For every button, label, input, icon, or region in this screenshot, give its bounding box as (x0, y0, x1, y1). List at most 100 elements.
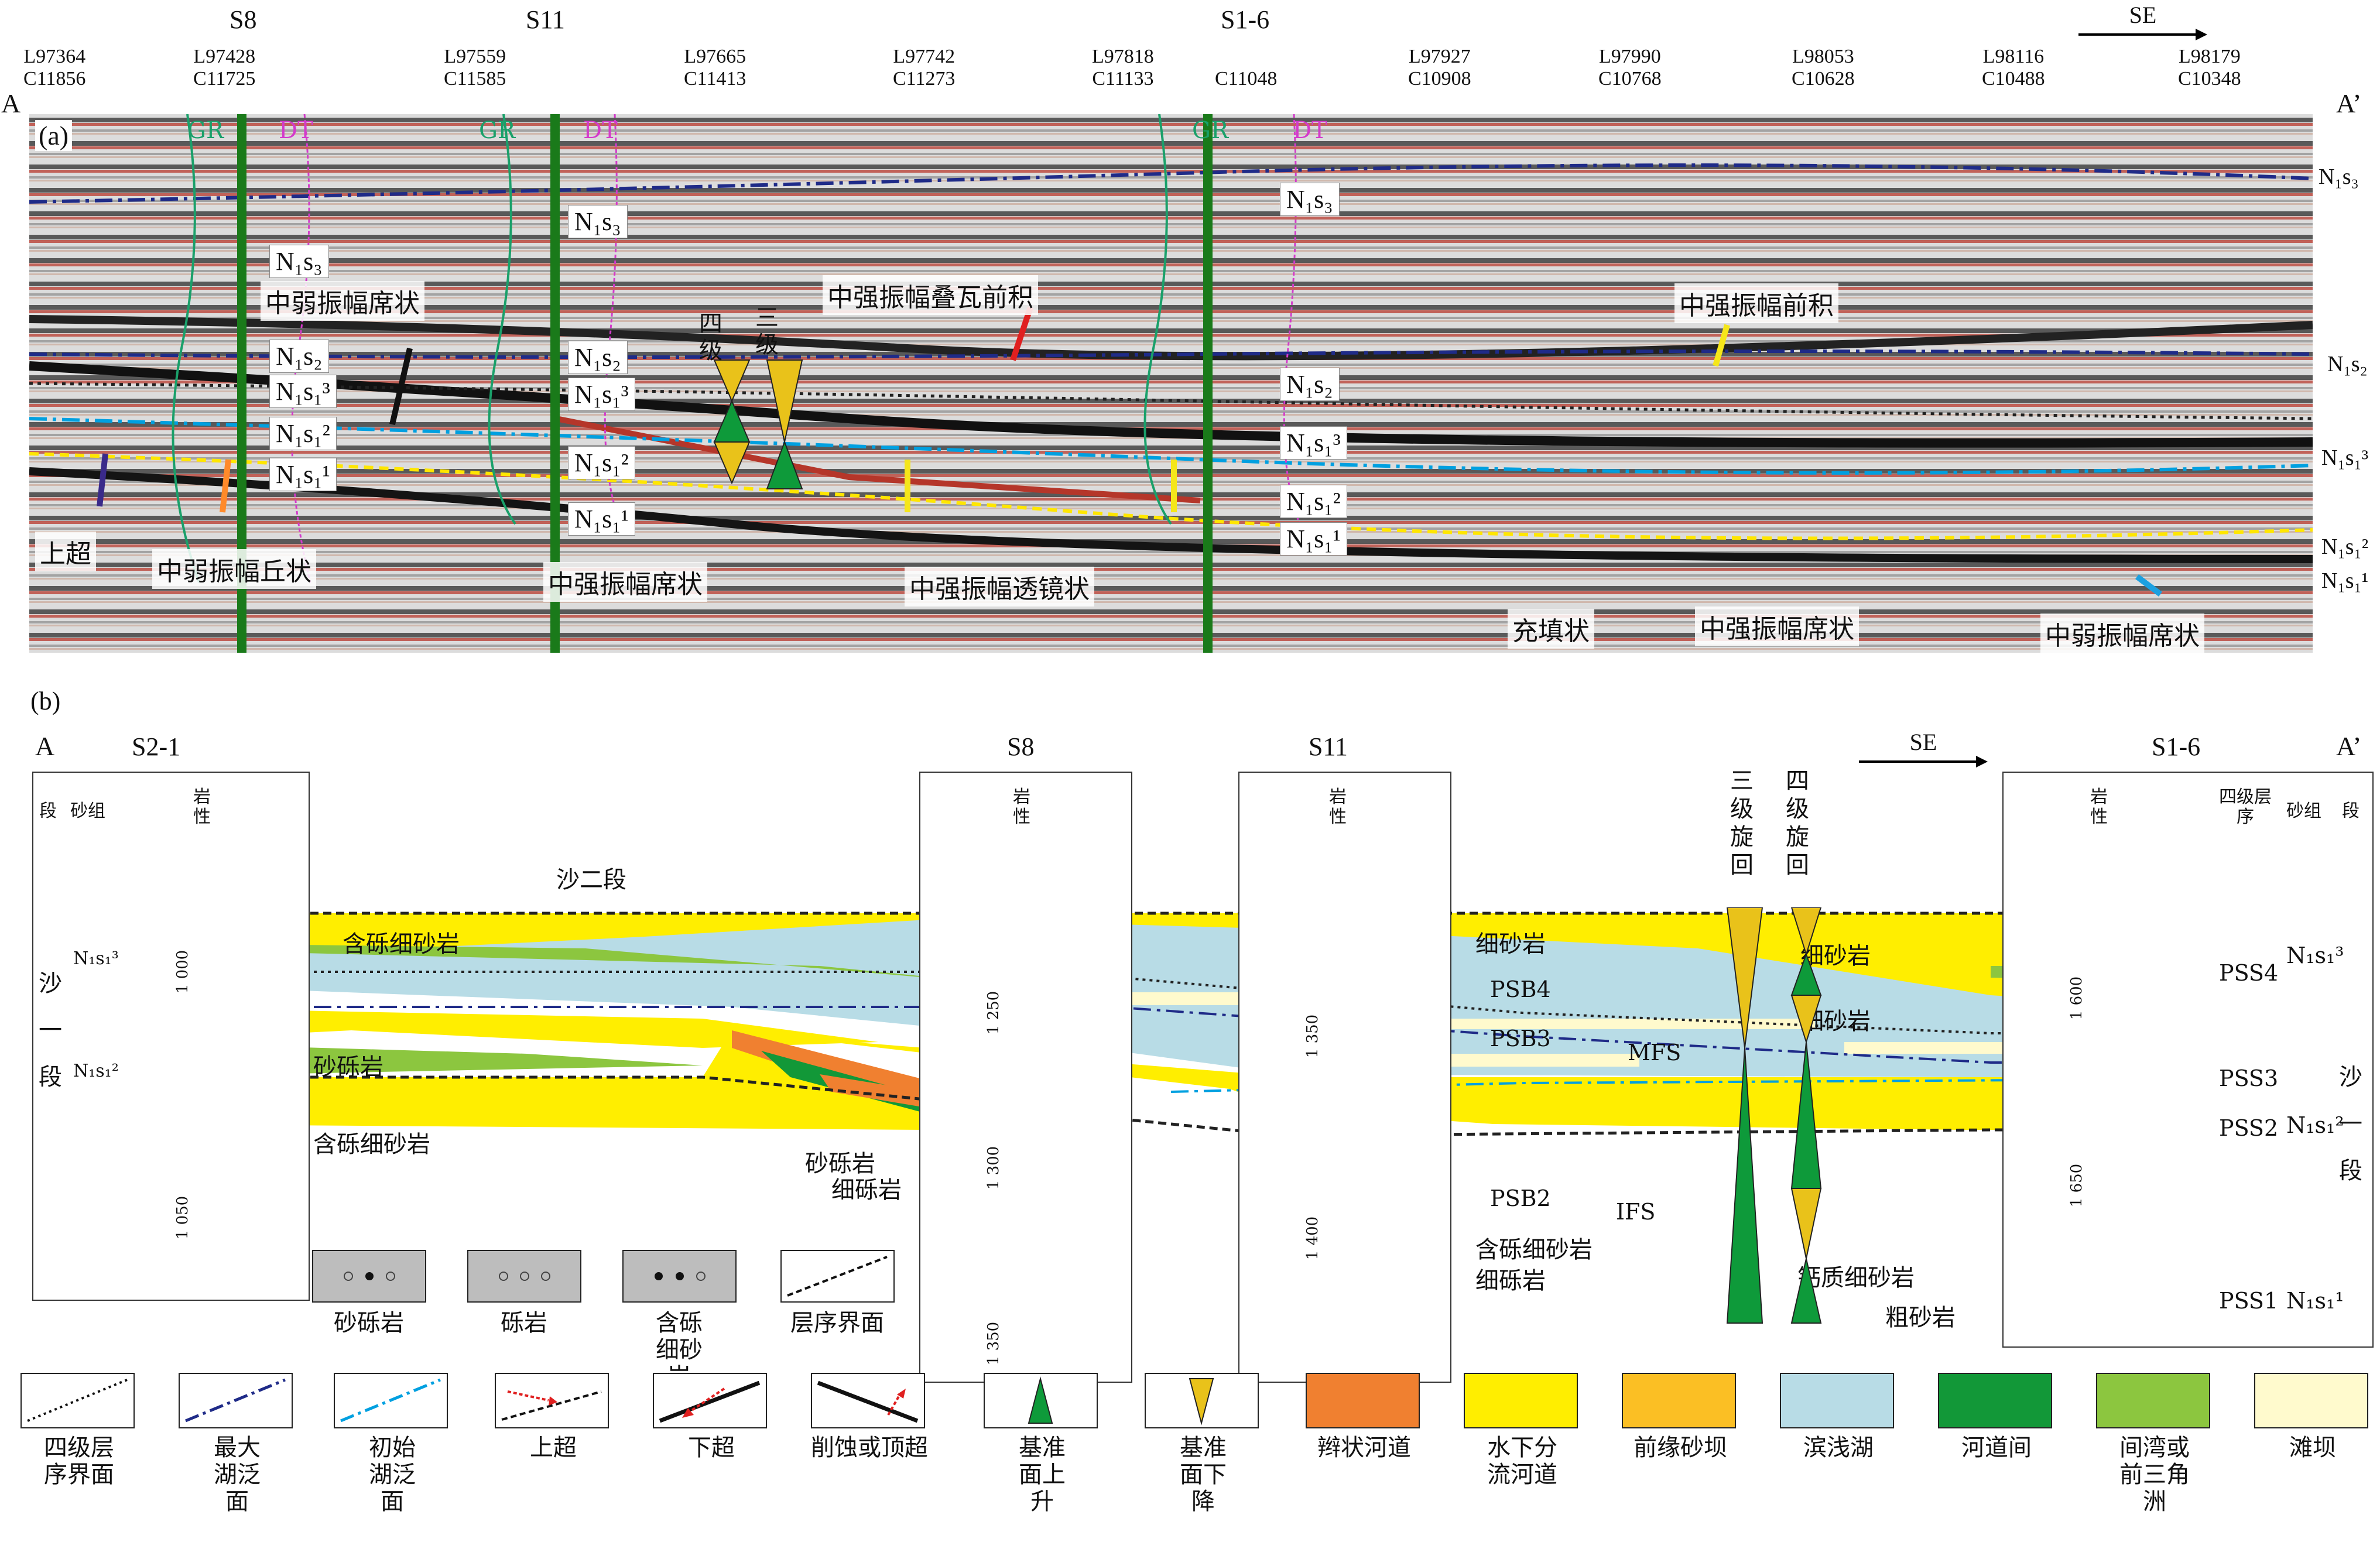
annotation-weak-sheet-top: 中弱振幅席状 (261, 281, 424, 321)
depth-s1-6-1650: 1 650 (2068, 1163, 2086, 1208)
legend-beach-bar: 滩坝 (2254, 1373, 2371, 1513)
legend-base-level-rise: 基准面上升 (984, 1373, 1101, 1515)
annotation-fill: 充填状 (1508, 609, 1594, 649)
interchannel-swatch (1938, 1373, 2052, 1428)
legend-interdistributary-bay: 间湾或前三角洲 (2096, 1373, 2213, 1515)
legend-distributary-channel: 水下分流河道 (1464, 1373, 1581, 1513)
log-panel-s2-1 (32, 772, 310, 1301)
horizon-tag-s8-s11: N₁s₁¹ (269, 458, 337, 491)
section-end-label-a: A’ (2336, 88, 2362, 118)
depth-s11-1400: 1 400 (1304, 1216, 1322, 1260)
shore-lake-swatch (1780, 1373, 1894, 1428)
legend-label: 辫状河道 (1317, 1434, 1411, 1461)
log-panel-s11 (1238, 772, 1451, 1383)
well-label-s11: S11 (526, 5, 565, 34)
col-head-lith-s2-1: 岩性 (193, 787, 211, 827)
legend-fourth-boundary: 四级层序界面 (20, 1373, 138, 1513)
legend-label: 滩坝 (2289, 1434, 2336, 1461)
annotation-mid-sheet: 中强振幅席状 (543, 562, 707, 602)
cycle-label-third-b: 三级旋回 (1730, 767, 1754, 879)
dt-label-s8: DT (279, 117, 313, 144)
dash-dot-line-icon (179, 1373, 293, 1428)
depth-s1-6-1600: 1 600 (2068, 976, 2086, 1020)
legend-base-level-fall: 基准面下降 (1145, 1373, 1262, 1515)
unit-sha2: 沙二段 (556, 866, 626, 893)
col-head-segment-left: 段 (39, 801, 57, 821)
boundary-ifs: IFS (1616, 1199, 1656, 1225)
boundary-psb4: PSB4 (1490, 976, 1551, 1002)
right-label-s13: N₁s₁³ (2321, 446, 2369, 470)
well-title-s11: S11 (1309, 732, 1348, 761)
panel-a-label: (a) (35, 120, 73, 151)
symbol-pebbly-fine-sand: 含砾细砂岩 (621, 1250, 738, 1390)
gr-label-s1-6: GR (1192, 117, 1229, 144)
facies-gravel-fine-sand-top: 含砾细砂岩 (343, 931, 460, 958)
well-title-s8: S8 (1007, 732, 1035, 761)
facies-gravel-fine-sand-bottom: 含砾细砂岩 (313, 1131, 430, 1158)
direction-label-a: SE (2078, 1, 2207, 43)
legend-label: 上超 (530, 1434, 577, 1461)
legend-label: 前缘砂坝 (1634, 1434, 1727, 1461)
annotation-strong-shingled: 中强振幅叠瓦前积 (823, 275, 1038, 315)
onlap-arrow-icon (495, 1373, 609, 1428)
right-label-s12: N₁s₁² (2321, 534, 2369, 559)
facies-fine-sand-2: 细砂岩 (1800, 943, 1871, 969)
facies-sand-gravel: 砂砾岩 (313, 1054, 383, 1081)
legend-truncation: 削蚀或顶超 (811, 1373, 928, 1513)
right-label-s2: N₁s₂ (2327, 352, 2368, 376)
annotation-weak-sheet: 中弱振幅席状 (2040, 614, 2204, 653)
sand-group-right-s13: N₁s₁³ (2286, 943, 2344, 968)
horizon-tag-s11-s2: N₁s₂ (568, 341, 628, 374)
dotted-line-icon (20, 1373, 135, 1428)
beach-bar-swatch (2254, 1373, 2368, 1428)
horizon-tag-s16-s3: N₁s₃ (1280, 183, 1340, 216)
col-head-lith-s1-6: 岩性 (2090, 787, 2108, 827)
legend-shore-lake: 滨浅湖 (1780, 1373, 1897, 1513)
gravel-pattern-icon (467, 1250, 581, 1303)
sand-gravel-pattern-icon (311, 1250, 426, 1303)
direction-arrow-icon (2078, 29, 2207, 40)
sequence-pss3: PSS3 (2219, 1065, 2279, 1091)
symbol-label: 层序界面 (790, 1310, 884, 1337)
mouth-bar-swatch (1622, 1373, 1736, 1428)
symbol-label: 砂砾岩 (334, 1310, 404, 1337)
rising-triangle-icon (984, 1373, 1098, 1428)
horizon-tag-s8-s13: N₁s₁³ (269, 375, 337, 408)
annotation-weak-mound: 中弱振幅丘状 (152, 549, 316, 589)
legend-mouth-bar: 前缘砂坝 (1622, 1373, 1739, 1513)
well-label-s8: S8 (230, 5, 257, 34)
pebbly-fine-sand-pattern-icon (622, 1250, 737, 1303)
boundary-psb2: PSB2 (1490, 1185, 1551, 1211)
legend-label: 最大湖泛面 (214, 1434, 261, 1515)
section-start-label-b: A (35, 731, 55, 761)
log-panel-s1-6 (2002, 772, 2374, 1348)
legend-label: 四级层序界面 (44, 1434, 114, 1488)
unit-sha1-left: 沙一段 (39, 970, 62, 1091)
depth-s8-1250: 1 250 (985, 991, 1003, 1035)
annotation-strong-sheet: 中强振幅席状 (1695, 606, 1859, 646)
cycle-label-third-a: 三级 (755, 304, 779, 358)
cycle-label-fourth-b: 四级旋回 (1786, 767, 1809, 879)
base-level-cycle-triangles (1726, 907, 1822, 1324)
legend-label: 水下分流河道 (1487, 1434, 1557, 1488)
col-head-sand-left: 砂组 (70, 801, 105, 821)
boundary-mfs: MFS (1628, 1040, 1682, 1065)
symbol-sequence-boundary: 层序界面 (779, 1250, 896, 1337)
horizon-tag-s16-s13: N₁s₁³ (1280, 426, 1347, 460)
well-title-s1-6: S1-6 (2152, 732, 2201, 761)
depth-s8-1300: 1 300 (985, 1146, 1003, 1190)
depth-s11-1350: 1 350 (1304, 1014, 1322, 1058)
symbol-gravel: 砾岩 (465, 1250, 583, 1337)
direction-arrow-icon-b (1859, 756, 1988, 767)
col-head-segment-right: 段 (2342, 801, 2360, 821)
horizon-tag-s8-s2: N₁s₂ (269, 340, 329, 373)
braided-channel-swatch (1306, 1373, 1420, 1428)
facies-calc-fine-sand: 钙质细砂岩 (1797, 1265, 1915, 1291)
